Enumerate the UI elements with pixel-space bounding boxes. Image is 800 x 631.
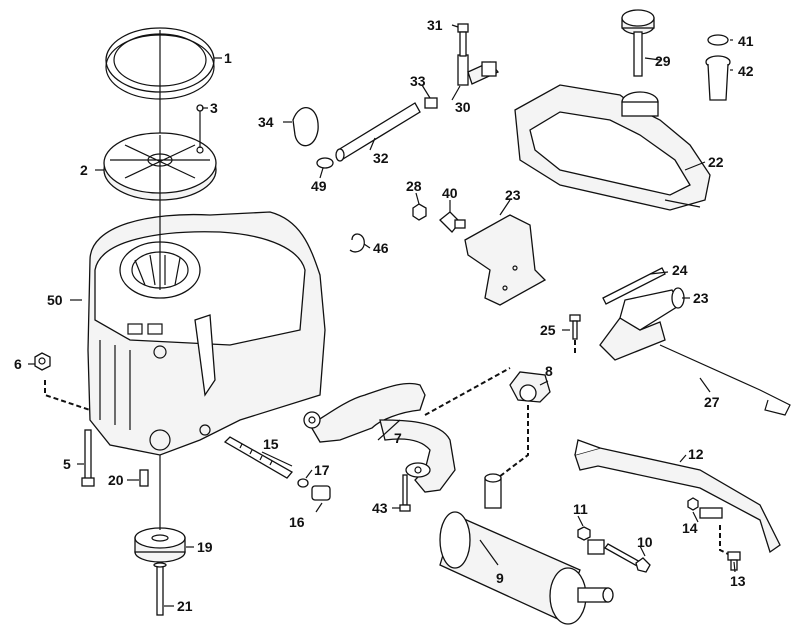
bracket-23-lower bbox=[599, 287, 685, 361]
callout-22: 22 bbox=[708, 154, 724, 170]
callout-28: 28 bbox=[406, 178, 422, 194]
clip-46 bbox=[349, 233, 365, 253]
tie-wrap-34 bbox=[292, 107, 319, 147]
bolt-5 bbox=[81, 429, 95, 487]
callout-33: 33 bbox=[410, 73, 426, 89]
callout-32: 32 bbox=[373, 150, 389, 166]
wing-nut-40 bbox=[439, 211, 466, 233]
callout-43: 43 bbox=[372, 500, 388, 516]
fuel-cap-29 bbox=[621, 9, 655, 77]
bolt-10 bbox=[604, 543, 651, 573]
nut-11 bbox=[577, 526, 591, 541]
leader-lines bbox=[28, 24, 736, 607]
callout-16: 16 bbox=[289, 514, 305, 530]
callout-31: 31 bbox=[427, 17, 443, 33]
callout-12: 12 bbox=[688, 446, 704, 462]
bracket-12 bbox=[574, 439, 781, 554]
callout-6: 6 bbox=[14, 356, 22, 372]
o-ring-41 bbox=[707, 34, 729, 46]
nut-6 bbox=[34, 352, 51, 371]
callout-20: 20 bbox=[108, 472, 124, 488]
fitting-31 bbox=[457, 23, 469, 57]
fuel-tank-22 bbox=[514, 84, 711, 211]
callout-11: 11 bbox=[573, 501, 588, 517]
clamp-8 bbox=[509, 371, 551, 403]
callout-24: 24 bbox=[672, 262, 688, 278]
callout-9: 9 bbox=[496, 570, 504, 586]
callout-40: 40 bbox=[442, 185, 458, 201]
bolt-21 bbox=[153, 562, 167, 616]
stud-bolt-15 bbox=[223, 436, 293, 479]
callout-34: 34 bbox=[258, 114, 274, 130]
callout-3: 3 bbox=[210, 100, 218, 116]
tube-24 bbox=[602, 267, 666, 305]
callout-30: 30 bbox=[455, 99, 471, 115]
muffler-9 bbox=[439, 473, 614, 625]
callout-21: 21 bbox=[177, 598, 193, 614]
strainer-42 bbox=[705, 55, 731, 101]
throttle-rod-27 bbox=[659, 344, 791, 416]
fuel-valve-30 bbox=[457, 54, 500, 86]
callout-46: 46 bbox=[373, 240, 389, 256]
callout-10: 10 bbox=[637, 534, 653, 550]
callout-17: 17 bbox=[314, 462, 330, 478]
callout-23b: 23 bbox=[693, 290, 709, 306]
plug-16 bbox=[311, 485, 331, 501]
screw-43 bbox=[399, 474, 411, 512]
callout-14: 14 bbox=[682, 520, 698, 536]
oil-tube-7 bbox=[303, 382, 456, 493]
callout-8: 8 bbox=[545, 363, 553, 379]
callout-27: 27 bbox=[704, 394, 720, 410]
callout-50: 50 bbox=[47, 292, 63, 308]
callout-2: 2 bbox=[80, 162, 88, 178]
callout-41: 41 bbox=[738, 33, 754, 49]
callout-49: 49 bbox=[311, 178, 327, 194]
callout-23a: 23 bbox=[505, 187, 521, 203]
callout-25: 25 bbox=[540, 322, 556, 338]
washer-17 bbox=[297, 478, 309, 488]
clamp-33 bbox=[424, 97, 438, 109]
screw-25 bbox=[569, 314, 581, 340]
engine bbox=[87, 211, 326, 456]
hose-clamp-49 bbox=[316, 157, 334, 169]
callout-42: 42 bbox=[738, 63, 754, 79]
callout-7: 7 bbox=[394, 430, 402, 446]
callout-29: 29 bbox=[655, 53, 671, 69]
callout-13: 13 bbox=[730, 573, 746, 589]
bracket-23-upper bbox=[464, 214, 547, 306]
callout-1: 1 bbox=[224, 50, 232, 66]
pulley-19 bbox=[134, 527, 186, 563]
nut-28 bbox=[412, 203, 427, 221]
callout-5: 5 bbox=[63, 456, 71, 472]
nut-14 bbox=[687, 497, 699, 511]
spacer-20 bbox=[139, 469, 149, 487]
callout-15: 15 bbox=[263, 436, 279, 452]
callout-19: 19 bbox=[197, 539, 213, 555]
fuel-line-32 bbox=[335, 102, 421, 162]
callout-labels: 1 2 3 5 6 7 8 9 10 11 12 13 14 15 16 17 … bbox=[14, 17, 754, 614]
